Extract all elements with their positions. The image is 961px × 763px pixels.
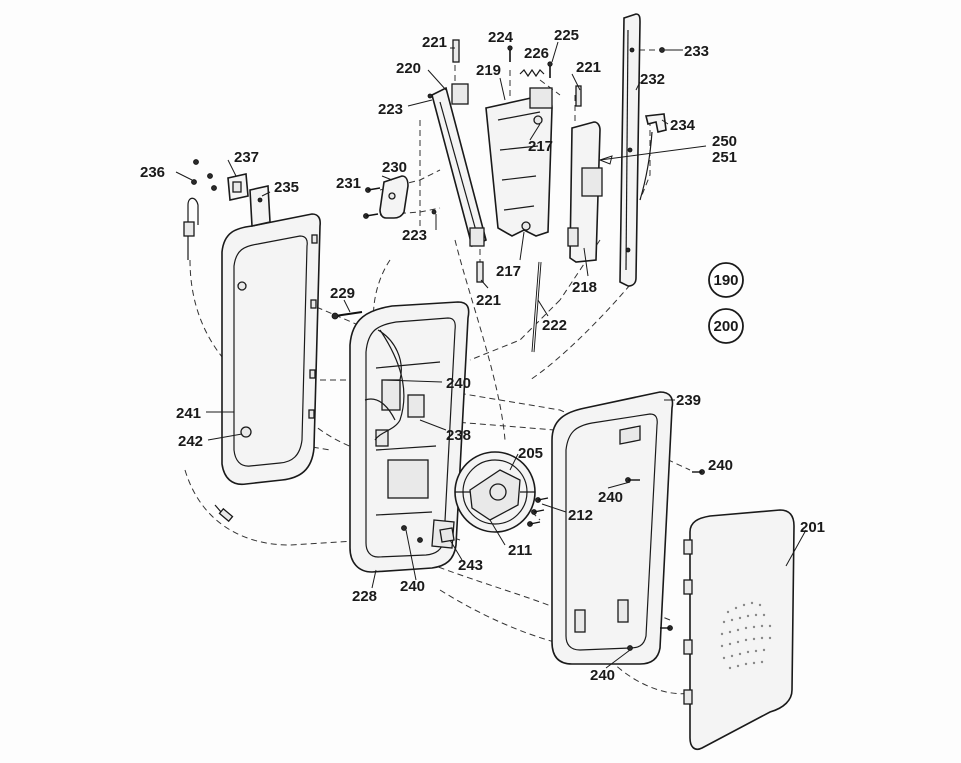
label-221-top: 221 (422, 34, 447, 51)
leader-lines (175, 41, 807, 669)
pin-221-right (575, 85, 582, 107)
label-231: 231 (336, 175, 361, 192)
label-240-bottom: 240 (400, 578, 425, 595)
bracket-237 (227, 173, 249, 201)
reference-190: 190 (708, 262, 744, 298)
housing-228 (349, 301, 470, 573)
clip-234 (639, 113, 667, 201)
label-228: 228 (352, 588, 377, 605)
label-240-housing: 240 (446, 375, 471, 392)
label-225: 225 (554, 27, 579, 44)
label-240-frame: 240 (598, 489, 623, 506)
ref-190-text: 190 (713, 272, 738, 289)
label-240-frame-bottom: 240 (590, 667, 615, 684)
pins-223 (427, 93, 437, 215)
label-232: 232 (640, 71, 665, 88)
rod-222 (531, 261, 542, 353)
label-237: 237 (234, 149, 259, 166)
screws-236 (191, 159, 217, 191)
actuator-218 (567, 121, 603, 263)
label-219: 219 (476, 62, 501, 79)
screws-212 (527, 497, 549, 527)
screw-225 (547, 61, 553, 78)
wire-238 (374, 329, 405, 441)
label-251: 251 (712, 149, 737, 166)
label-240-right: 240 (708, 457, 733, 474)
label-233: 233 (684, 43, 709, 60)
latch-230 (379, 175, 409, 219)
label-205: 205 (518, 445, 543, 462)
screws-231 (363, 187, 381, 219)
pin-221-bottom (476, 261, 484, 283)
label-250: 250 (712, 133, 737, 150)
bracket-235 (249, 185, 271, 227)
reference-200: 200 (708, 308, 744, 344)
label-218: 218 (572, 279, 597, 296)
label-221-bottom: 221 (476, 292, 501, 309)
rail-220 (431, 83, 487, 248)
label-212: 212 (568, 507, 593, 524)
label-235: 235 (274, 179, 299, 196)
pin-221-top (452, 39, 460, 63)
label-211: 211 (508, 542, 532, 559)
label-201: 201 (800, 519, 825, 536)
screw-233 (659, 47, 665, 53)
hanger-cable (183, 197, 234, 523)
label-243: 243 (458, 557, 483, 574)
spring-226 (519, 68, 545, 78)
label-238: 238 (446, 427, 471, 444)
part-labels: 221 224 225 226 233 220 219 221 232 223 … (140, 27, 825, 684)
label-221-right: 221 (576, 59, 601, 76)
frame-239 (551, 391, 674, 665)
label-242: 242 (178, 433, 203, 450)
label-229: 229 (330, 285, 355, 302)
label-224: 224 (488, 29, 514, 46)
screw-229 (331, 311, 363, 320)
label-226: 226 (524, 45, 549, 62)
label-217-top: 217 (528, 138, 553, 155)
label-222: 222 (542, 317, 567, 334)
label-220: 220 (396, 60, 421, 77)
label-236: 236 (140, 164, 165, 181)
screw-224 (507, 45, 513, 62)
label-239: 239 (676, 392, 701, 409)
ref-200-text: 200 (713, 318, 738, 335)
rail-232 (619, 13, 641, 287)
bracket-219 (485, 87, 553, 237)
label-223-top: 223 (378, 101, 403, 118)
label-241: 241 (176, 405, 201, 422)
label-230: 230 (382, 159, 407, 176)
speaker-grille (720, 601, 772, 670)
screws-240 (401, 469, 705, 651)
label-223-bottom: 223 (402, 227, 427, 244)
grommet-243 (439, 527, 455, 543)
front-cover-201 (683, 509, 795, 751)
side-panel-241 (221, 213, 321, 486)
fan-assembly-205 (454, 451, 536, 533)
plug-242 (240, 426, 252, 438)
label-234: 234 (670, 117, 696, 134)
label-217-bottom: 217 (496, 263, 521, 280)
